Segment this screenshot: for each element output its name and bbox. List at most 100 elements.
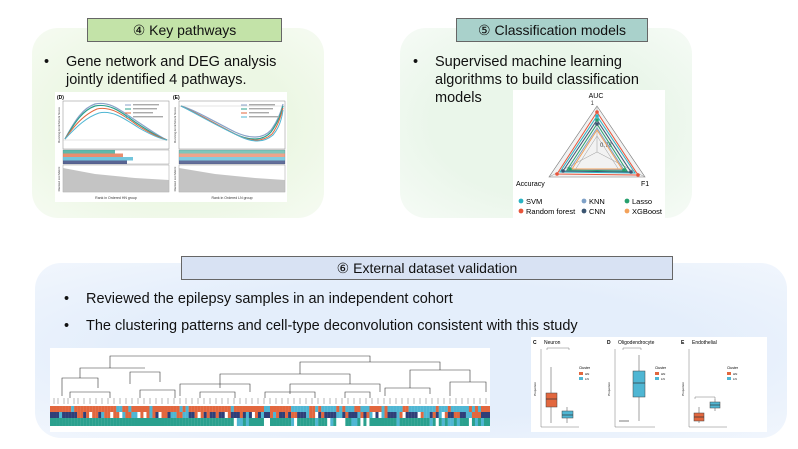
radar-series-xgboost: [571, 129, 623, 170]
heatmap-cell: [83, 412, 87, 418]
bullet-dot: •: [64, 291, 70, 307]
boxplot-e-legend-hn: HN: [733, 372, 737, 376]
radar-point-auc: [595, 114, 599, 118]
heatmap-cell: [248, 406, 253, 412]
heatmap-cell: [107, 418, 111, 426]
heatmap-cell: [375, 412, 379, 418]
heatmap-cell: [408, 418, 412, 426]
heatmap-cell: [483, 412, 488, 418]
gsea-e-curve-4: [180, 105, 284, 142]
heatmap-cell: [423, 412, 427, 418]
heatmap-cell: [312, 412, 316, 418]
heatmap-cell: [179, 406, 183, 412]
heatmap-cell: [122, 406, 126, 412]
heatmap-cell: [137, 406, 141, 412]
boxplot-d-sig-bracket: [622, 347, 642, 350]
dendro-branch: [449, 381, 487, 396]
heatmap-cell: [420, 406, 424, 412]
boxplot-e-letter: E: [681, 340, 685, 346]
heatmap-cell: [363, 412, 367, 418]
heatmap-cell: [393, 418, 397, 426]
heatmap-row-subtype: [50, 412, 491, 418]
heatmap-cell: [426, 418, 430, 426]
heatmap-cell: [408, 412, 412, 418]
heatmap-cell: [263, 418, 268, 426]
radar-series-lasso: [566, 123, 628, 172]
heatmap-cell: [260, 418, 265, 426]
gsea-d-hit-band-1: [63, 150, 115, 154]
heatmap-cell: [273, 412, 277, 418]
heatmap-cell: [245, 406, 249, 412]
dendro-branch: [409, 369, 471, 388]
pathways-bullet-line2: jointly identified 4 pathways.: [66, 72, 247, 88]
boxplot-c-title: Neuron: [544, 340, 561, 346]
heatmap-cell: [149, 412, 153, 418]
heatmap-cell: [125, 406, 129, 412]
heatmap-cell: [143, 418, 147, 426]
boxplot-c-ln-box: [561, 410, 574, 419]
heatmap-cell: [257, 412, 262, 418]
heatmap-cell: [77, 406, 81, 412]
heatmap-cell: [375, 418, 379, 426]
heatmap-cell: [438, 412, 442, 418]
heatmap-cell: [152, 418, 156, 426]
heatmap-cell: [104, 418, 108, 426]
heatmap-cell: [80, 406, 84, 412]
heatmap-cell: [71, 412, 75, 418]
heatmap-cell: [399, 412, 403, 418]
heatmap-cell: [113, 406, 117, 412]
heatmap-cell: [297, 406, 301, 412]
heatmap-cell: [303, 406, 307, 412]
heatmap-cell: [336, 418, 340, 426]
heatmap-cell: [56, 418, 60, 426]
gsea-e-curve-3: [180, 105, 284, 141]
heatmap-cell: [206, 406, 210, 412]
heatmap-cell: [285, 418, 289, 426]
heatmap-cell: [251, 412, 256, 418]
classification-bullet-line1: Supervised machine learning: [435, 54, 622, 70]
heatmap-cell: [480, 406, 485, 412]
heatmap-cell: [185, 418, 189, 426]
boxplot-d-ylabel: Proportion: [607, 382, 611, 396]
heatmap-cell: [227, 418, 231, 426]
heatmap-cell: [95, 418, 99, 426]
heatmap-cell: [176, 418, 180, 426]
heatmap-cell: [179, 418, 183, 426]
heatmap-cell: [230, 412, 234, 418]
heatmap-cell: [224, 412, 228, 418]
gsea-e-legend-text-2: [249, 108, 273, 110]
boxplot-d-legend-hn-swatch: [655, 372, 659, 375]
heatmap-cell: [149, 418, 153, 426]
heatmap-cell: [155, 418, 159, 426]
heatmap-cell: [254, 406, 259, 412]
heatmap-cell: [131, 412, 135, 418]
heatmap-cell: [453, 412, 457, 418]
heatmap-cell: [270, 418, 274, 426]
heatmap-cell: [483, 406, 488, 412]
heatmap-cell: [384, 406, 388, 412]
heatmap-cell: [131, 418, 135, 426]
heatmap-cell: [384, 412, 388, 418]
heatmap-cell: [402, 418, 406, 426]
classification-bullet-line2: algorithms to build classification: [435, 72, 639, 88]
heatmap-cell: [462, 412, 466, 418]
heatmap-cell: [59, 418, 63, 426]
heatmap-cell: [236, 406, 240, 412]
heatmap-cell: [128, 406, 132, 412]
heatmap-cell: [441, 412, 445, 418]
heatmap-cell: [351, 412, 355, 418]
heatmap-cell: [486, 412, 491, 418]
heatmap-cell: [59, 412, 63, 418]
dendrogram-tree: [61, 355, 487, 398]
heatmap-cell: [405, 412, 409, 418]
heatmap-cell: [405, 406, 409, 412]
heatmap-cell: [270, 406, 274, 412]
heatmap-cell: [53, 406, 57, 412]
gsea-d-legend-text-4: [133, 116, 163, 118]
heatmap-cell: [426, 406, 430, 412]
heatmap-cell: [414, 406, 418, 412]
heatmap-cell: [56, 412, 60, 418]
heatmap-cell: [339, 406, 343, 412]
heatmap-cell: [441, 406, 445, 412]
dendro-branch: [69, 391, 111, 398]
